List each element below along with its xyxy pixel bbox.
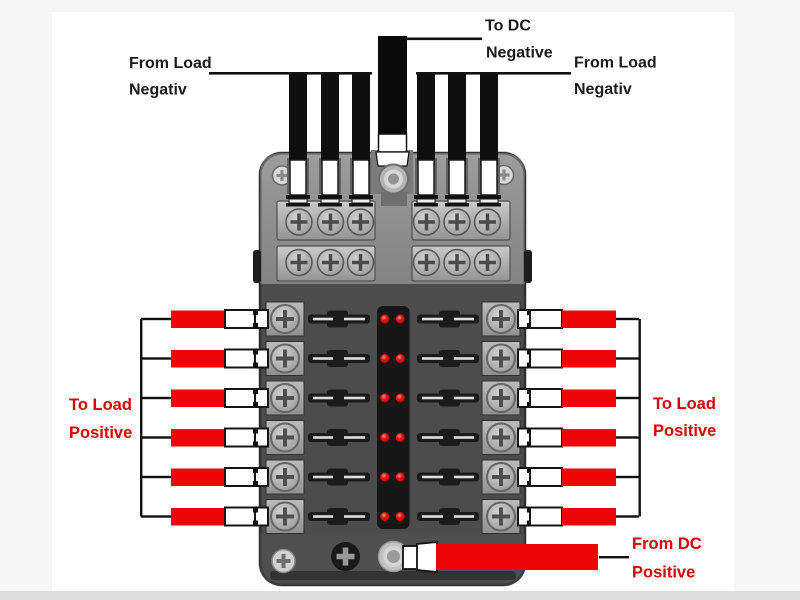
svg-text:To Load: To Load: [653, 395, 716, 413]
svg-text:From Load: From Load: [574, 55, 657, 72]
svg-text:To Load: To Load: [69, 396, 132, 414]
svg-text:Negativ: Negativ: [129, 82, 187, 99]
svg-text:Negativ: Negativ: [574, 81, 632, 98]
svg-text:Positive: Positive: [653, 422, 716, 440]
svg-text:Positive: Positive: [632, 564, 695, 582]
svg-text:From Load: From Load: [129, 55, 212, 72]
svg-text:To DC: To DC: [485, 18, 531, 35]
svg-text:From DC: From DC: [632, 535, 702, 553]
svg-text:Positive: Positive: [69, 424, 132, 442]
svg-text:Negative: Negative: [486, 45, 553, 62]
